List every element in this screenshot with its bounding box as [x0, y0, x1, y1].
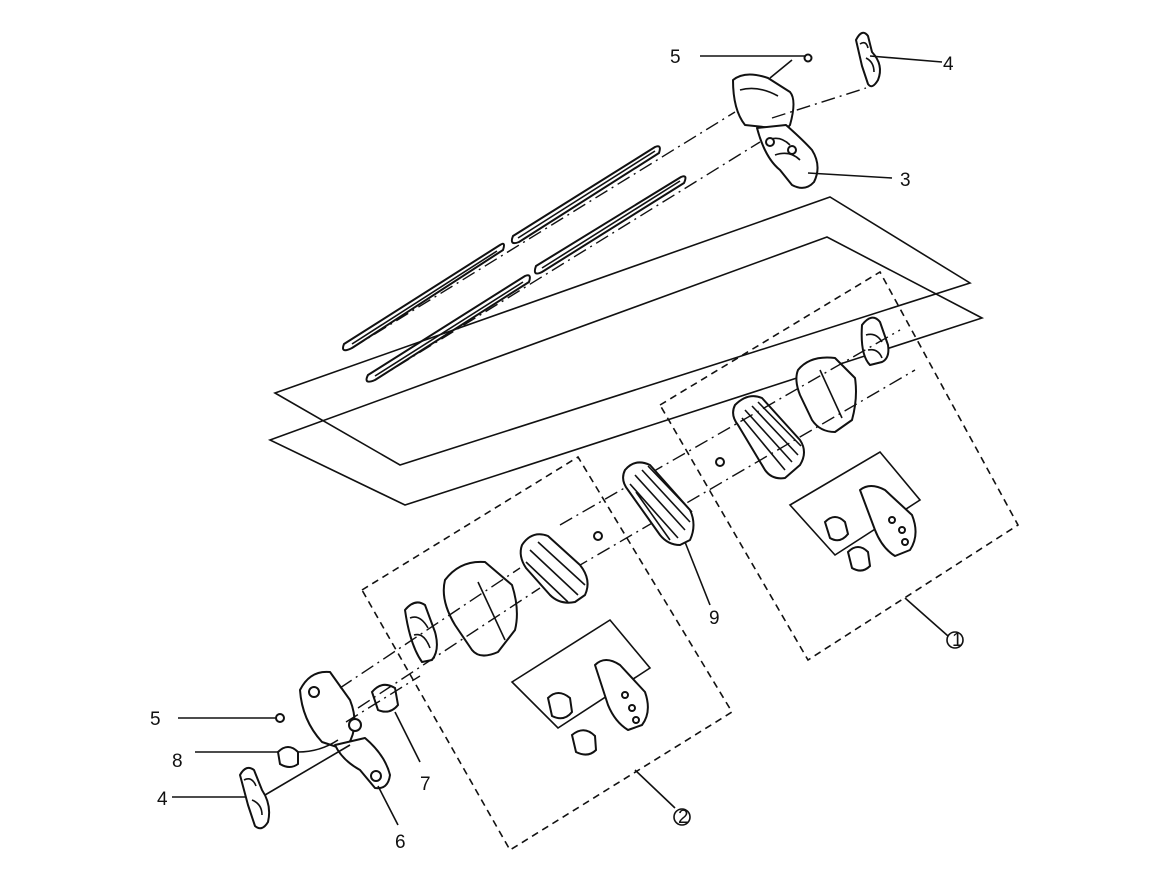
- pin-bottom: [276, 714, 284, 722]
- callout-8: 8: [172, 751, 183, 772]
- callout-1: 1: [952, 630, 963, 651]
- sealing-strips: [343, 146, 685, 381]
- callout-5-left: 5: [150, 709, 161, 730]
- assembly-1-parts: [716, 318, 920, 571]
- end-cap-top: [733, 74, 818, 187]
- clip-top: [856, 33, 880, 86]
- assembly-2-parts: [405, 532, 650, 755]
- callout-6: 6: [395, 832, 406, 853]
- axis-line-6: [352, 112, 735, 348]
- clip-bottom: [240, 768, 269, 828]
- callout-9: 9: [709, 608, 720, 629]
- callout-5-top: 5: [670, 47, 681, 68]
- callout-2: 2: [678, 807, 689, 828]
- callout-3: 3: [900, 170, 911, 191]
- callout-4-top: 4: [943, 54, 954, 75]
- plug-8: [278, 747, 298, 767]
- center-grille: [623, 462, 693, 545]
- sub-assembly-1-boundary: [660, 272, 1018, 660]
- pin-top: [770, 55, 812, 79]
- callout-7: 7: [420, 774, 431, 795]
- callout-4-left: 4: [157, 789, 168, 810]
